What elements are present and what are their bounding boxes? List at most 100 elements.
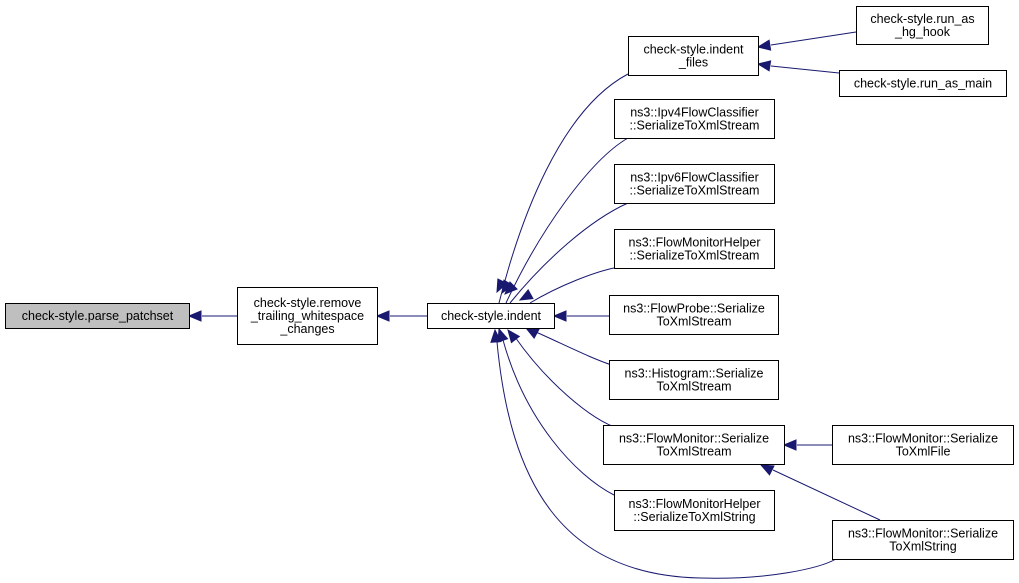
node-box[interactable] bbox=[614, 164, 775, 204]
edge-indent-to-flowprobe bbox=[552, 310, 609, 322]
edge-indent-to-histogram bbox=[524, 327, 613, 366]
edge-line bbox=[770, 65, 840, 74]
edge-arrowhead bbox=[524, 327, 540, 340]
node-box[interactable] bbox=[614, 99, 775, 139]
edge-arrowhead bbox=[518, 288, 534, 301]
edge-indent-to-indent_files bbox=[496, 73, 629, 304]
node-label-line: _files bbox=[678, 56, 708, 70]
edges-layer bbox=[187, 31, 881, 579]
edge-line bbox=[514, 336, 621, 430]
node-box[interactable] bbox=[832, 520, 1014, 560]
edge-fm_stream-to-fm_file bbox=[782, 439, 832, 451]
node-label-line: check-style.remove bbox=[254, 296, 362, 310]
node-box[interactable] bbox=[237, 287, 378, 345]
edge-arrowhead bbox=[782, 439, 797, 451]
edge-line bbox=[502, 339, 615, 496]
edge-line bbox=[770, 31, 857, 46]
node-label-line: ns3::FlowMonitor::Serialize bbox=[848, 432, 998, 446]
edge-line bbox=[505, 137, 629, 304]
edge-arrowhead bbox=[756, 39, 772, 51]
node-label-line: check-style.run_as bbox=[870, 12, 974, 26]
edge-arrowhead bbox=[497, 327, 509, 343]
node-label-line: ::SerializeToXmlStream bbox=[630, 184, 760, 198]
node-label-line: ns3::FlowMonitorHelper bbox=[629, 236, 761, 250]
node-fm-stream[interactable]: ns3::FlowMonitor::SerializeToXmlStream bbox=[603, 425, 785, 465]
edge-arrowhead bbox=[756, 60, 772, 72]
edge-parse_patchset-to-remove_trailing bbox=[187, 310, 237, 322]
node-label-line: ns3::Ipv4FlowClassifier bbox=[630, 106, 759, 120]
edge-fm_stream-to-fm_string bbox=[759, 464, 881, 521]
edge-arrowhead bbox=[504, 281, 518, 295]
edge-arrowhead bbox=[552, 310, 567, 322]
node-flowprobe[interactable]: ns3::FlowProbe::SerializeToXmlStream bbox=[609, 295, 779, 335]
node-label-line: ToXmlString bbox=[889, 540, 956, 554]
node-label-line: check-style.run_as_main bbox=[854, 77, 992, 91]
node-remove-trailing[interactable]: check-style.remove_trailing_whitespace_c… bbox=[237, 287, 378, 345]
node-indent[interactable]: check-style.indent bbox=[427, 303, 555, 329]
node-label-line: ::SerializeToXmlStream bbox=[630, 249, 760, 263]
node-box[interactable] bbox=[614, 490, 775, 531]
node-ipv6[interactable]: ns3::Ipv6FlowClassifier::SerializeToXmlS… bbox=[614, 164, 775, 204]
node-label-line: ::SerializeToXmlStream bbox=[630, 119, 760, 133]
node-label-line: check-style.indent bbox=[643, 43, 744, 57]
node-run-as-main[interactable]: check-style.run_as_main bbox=[839, 70, 1007, 97]
edge-arrowhead bbox=[187, 310, 202, 322]
edge-line bbox=[509, 202, 629, 304]
node-indent-files[interactable]: check-style.indent_files bbox=[628, 36, 759, 76]
node-box[interactable] bbox=[628, 36, 759, 76]
node-box[interactable] bbox=[614, 229, 775, 269]
node-box[interactable] bbox=[609, 360, 779, 400]
edge-indent-to-fmhelper_stream bbox=[518, 267, 615, 304]
node-label-line: _trailing_whitespace bbox=[250, 309, 364, 323]
edge-arrowhead bbox=[375, 310, 390, 322]
node-ipv4[interactable]: ns3::Ipv4FlowClassifier::SerializeToXmlS… bbox=[614, 99, 775, 139]
node-fmhelper-stream[interactable]: ns3::FlowMonitorHelper::SerializeToXmlSt… bbox=[614, 229, 775, 269]
node-box[interactable] bbox=[856, 6, 989, 45]
node-fmhelper-string[interactable]: ns3::FlowMonitorHelper::SerializeToXmlSt… bbox=[614, 490, 775, 531]
node-box[interactable] bbox=[603, 425, 785, 465]
edge-line bbox=[496, 341, 837, 579]
node-label-line: ns3::FlowProbe::Serialize bbox=[623, 302, 765, 316]
node-run-as-hg-hook[interactable]: check-style.run_as_hg_hook bbox=[856, 6, 989, 45]
edge-line bbox=[772, 469, 881, 521]
node-label-line: ToXmlStream bbox=[656, 315, 731, 329]
node-label-line: ToXmlStream bbox=[656, 445, 731, 459]
edge-indent-to-fm_stream bbox=[507, 328, 621, 430]
node-label-line: _hg_hook bbox=[894, 25, 951, 39]
node-label-line: check-style.parse_patchset bbox=[22, 309, 174, 323]
node-label-line: _changes bbox=[279, 322, 334, 336]
edge-remove_trailing-to-indent bbox=[375, 310, 427, 322]
edge-line bbox=[498, 73, 629, 304]
node-fm-string[interactable]: ns3::FlowMonitor::SerializeToXmlString bbox=[832, 520, 1014, 560]
edge-line bbox=[529, 267, 615, 304]
node-label-line: ToXmlStream bbox=[656, 380, 731, 394]
edge-indent_files-to-run_as_main bbox=[756, 60, 840, 74]
node-histogram[interactable]: ns3::Histogram::SerializeToXmlStream bbox=[609, 360, 779, 400]
node-label-line: ns3::FlowMonitor::Serialize bbox=[848, 527, 998, 541]
edge-arrowhead bbox=[759, 464, 775, 476]
edge-indent-to-ipv6 bbox=[504, 202, 629, 304]
node-box[interactable] bbox=[832, 425, 1014, 465]
node-label-line: ns3::FlowMonitor::Serialize bbox=[619, 432, 769, 446]
node-box[interactable] bbox=[427, 303, 555, 329]
edge-indent-to-fmhelper_string bbox=[497, 327, 615, 496]
edge-indent_files-to-run_as_hg_hook bbox=[756, 31, 857, 51]
edge-indent-to-ipv4 bbox=[501, 137, 629, 304]
node-label-line: check-style.indent bbox=[441, 309, 542, 323]
node-box[interactable] bbox=[5, 303, 190, 329]
edge-arrowhead bbox=[490, 328, 502, 343]
node-label-line: ns3::Ipv6FlowClassifier bbox=[630, 171, 759, 185]
edge-indent-to-fm_string bbox=[490, 328, 837, 579]
node-label-line: ns3::FlowMonitorHelper bbox=[629, 497, 761, 511]
node-label-line: ns3::Histogram::Serialize bbox=[625, 367, 764, 381]
node-box[interactable] bbox=[839, 70, 1007, 97]
node-label-line: ::SerializeToXmlString bbox=[633, 510, 755, 524]
node-parse-patchset[interactable]: check-style.parse_patchset bbox=[5, 303, 190, 329]
edge-arrowhead bbox=[507, 328, 521, 344]
node-label-line: ToXmlFile bbox=[896, 445, 951, 459]
nodes-layer: check-style.parse_patchset check-style.re… bbox=[5, 6, 1014, 560]
node-box[interactable] bbox=[609, 295, 779, 335]
